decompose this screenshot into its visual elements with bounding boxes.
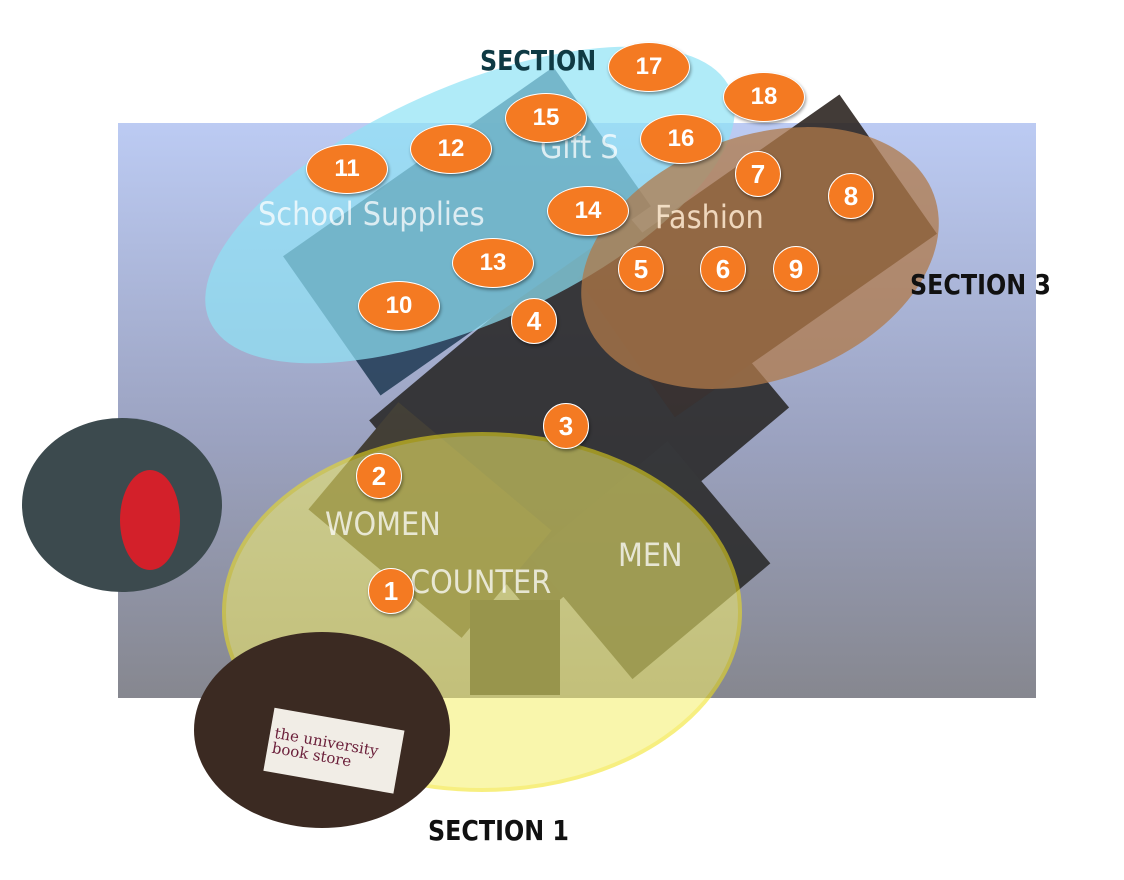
section-2-label: SECTION [480,44,597,77]
section-1-label: SECTION 1 [428,814,569,847]
marker-17[interactable]: 17 [608,42,690,92]
men-label: MEN [618,536,683,574]
marker-3[interactable]: 3 [543,403,589,449]
counter-label: COUNTER [410,563,552,601]
marker-9[interactable]: 9 [773,246,819,292]
marker-4[interactable]: 4 [511,298,557,344]
marker-18[interactable]: 18 [723,72,805,122]
marker-12[interactable]: 12 [410,124,492,174]
marker-13[interactable]: 13 [452,238,534,288]
marker-1[interactable]: 1 [368,568,414,614]
section-3-label: SECTION 3 [910,268,1051,301]
marker-8[interactable]: 8 [828,173,874,219]
marker-5[interactable]: 5 [618,246,664,292]
marker-15[interactable]: 15 [505,93,587,143]
marker-10[interactable]: 10 [358,281,440,331]
marker-11[interactable]: 11 [306,144,388,194]
fashion-label: Fashion [655,198,764,236]
marker-6[interactable]: 6 [700,246,746,292]
school-supplies-label: School Supplies [258,195,485,233]
marker-16[interactable]: 16 [640,114,722,164]
section2-zone [205,46,735,364]
marker-2[interactable]: 2 [356,453,402,499]
marker-7[interactable]: 7 [735,151,781,197]
women-label: WOMEN [325,505,441,543]
marker-14[interactable]: 14 [547,186,629,236]
